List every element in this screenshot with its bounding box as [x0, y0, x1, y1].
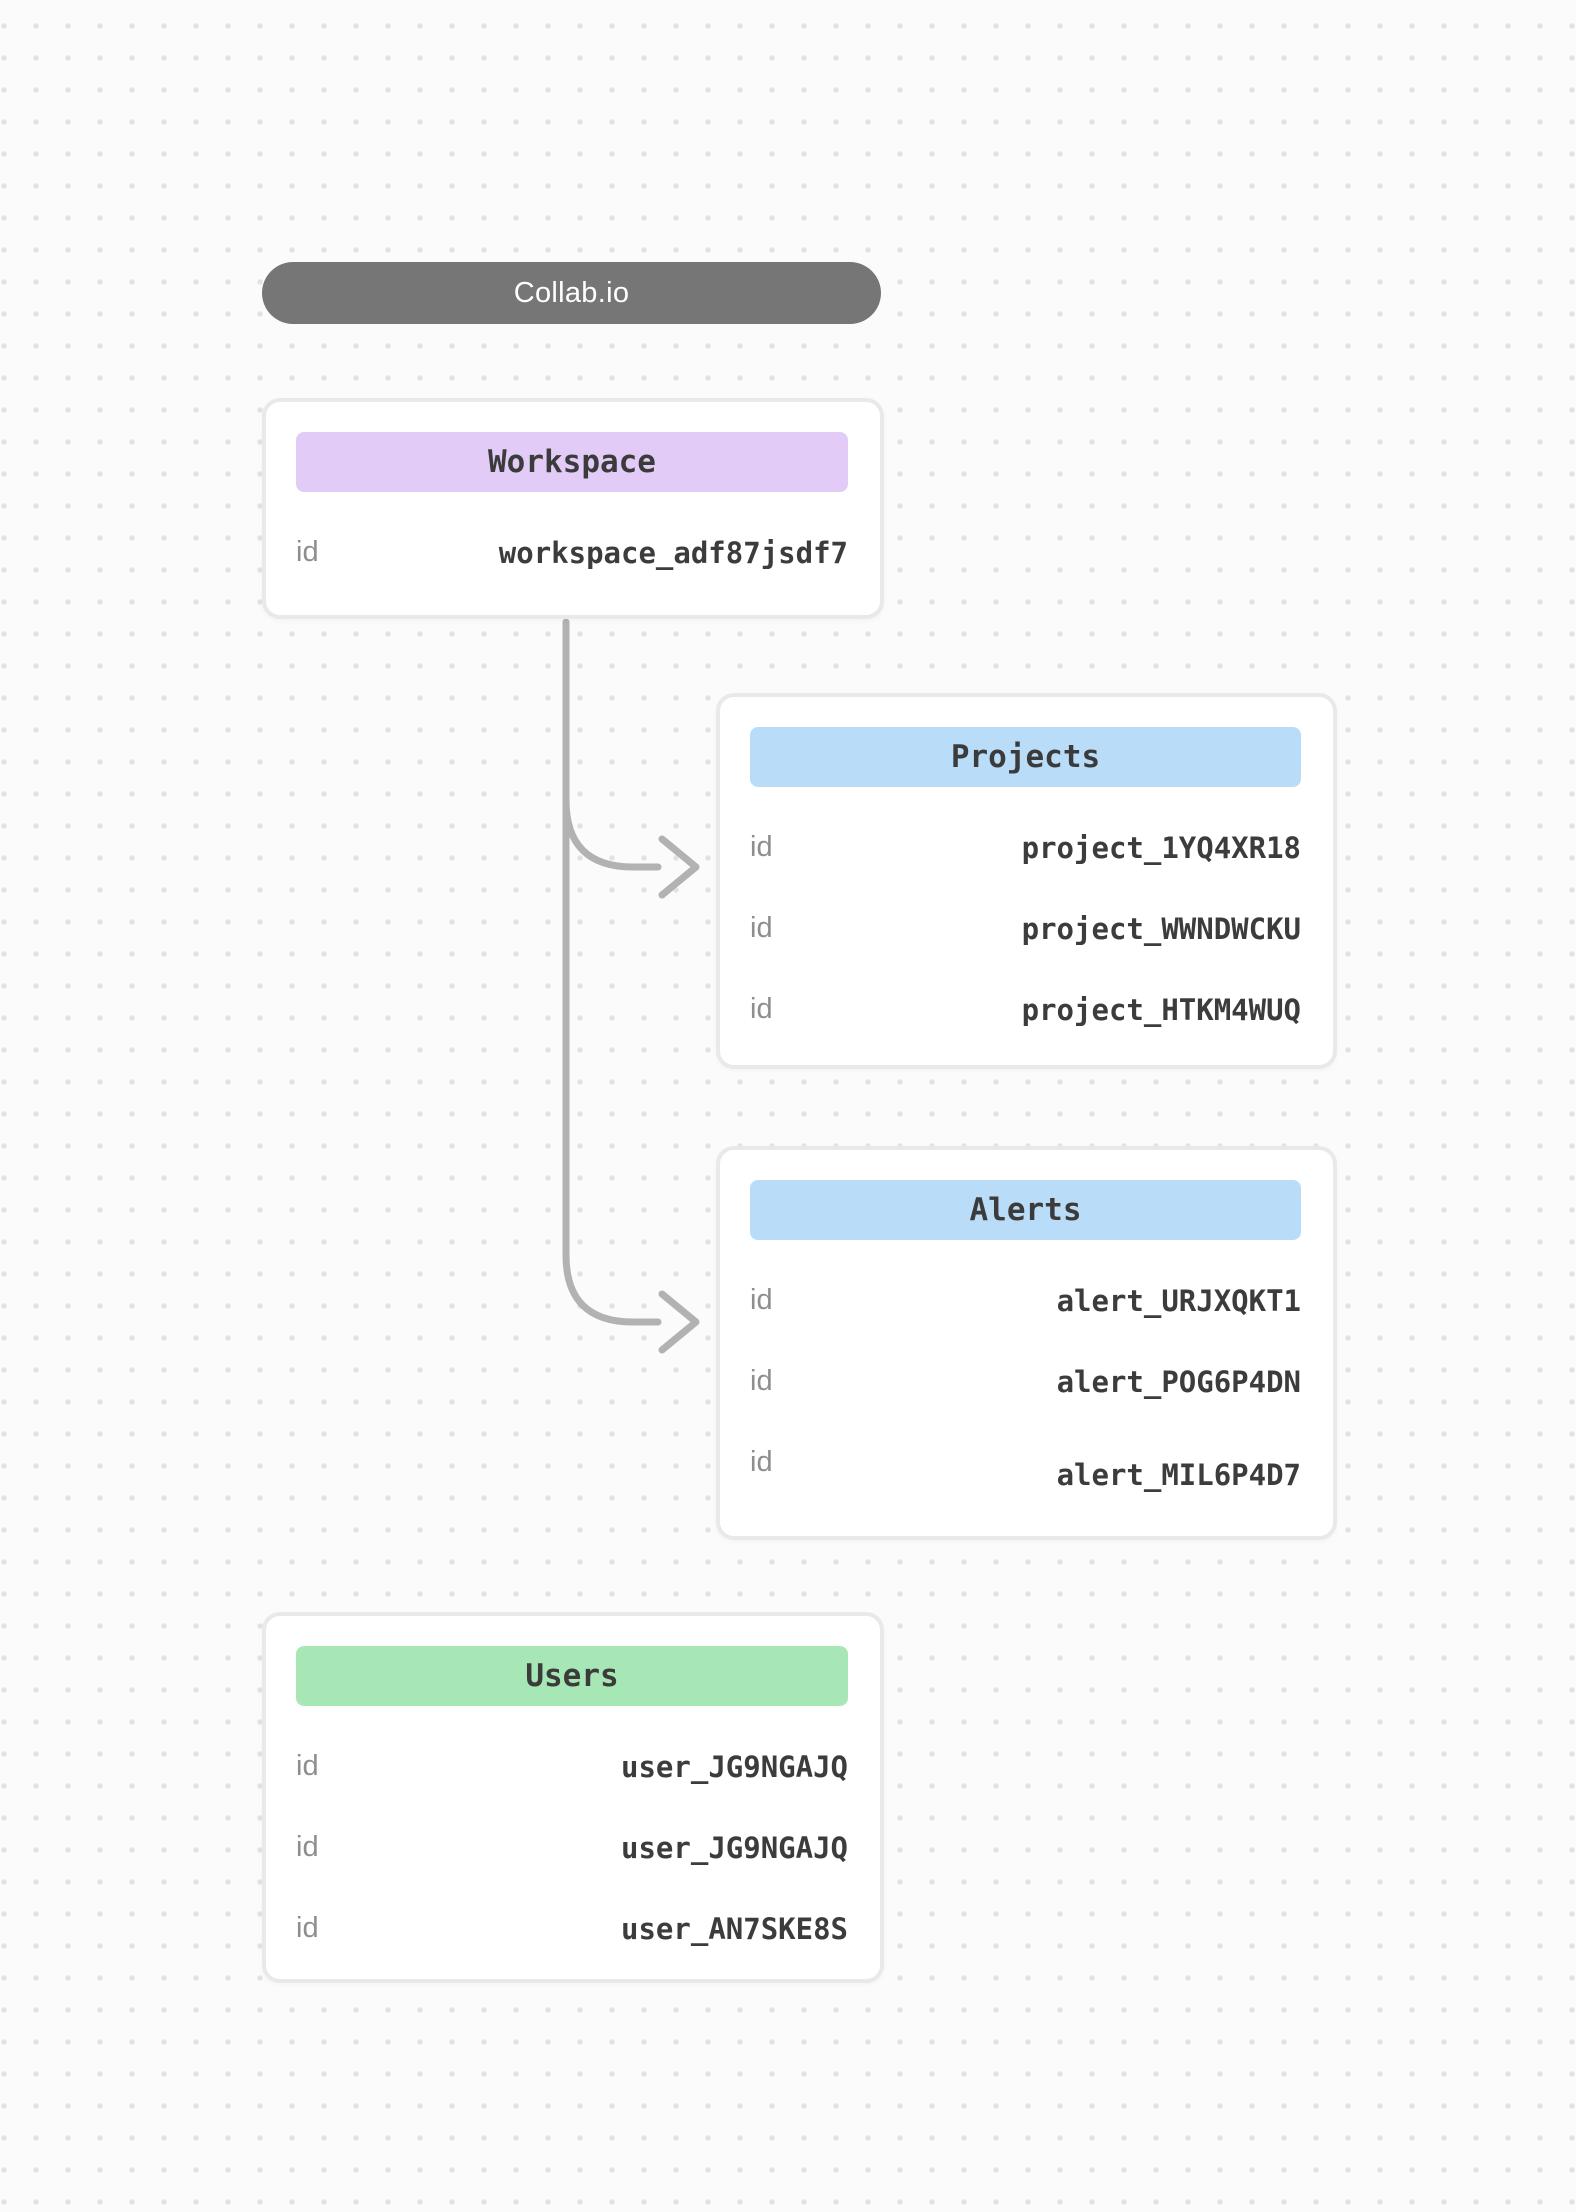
users-card-title: Users	[525, 1658, 619, 1694]
field-row: id project_1YQ4XR18	[750, 807, 1301, 888]
field-label: id	[296, 536, 319, 568]
connector-workspace-alerts	[562, 618, 662, 1326]
projects-field-rows: id project_1YQ4XR18 id project_WWNDWCKU …	[750, 807, 1301, 1050]
alerts-card-title: Alerts	[969, 1192, 1082, 1228]
field-label: id	[750, 993, 773, 1025]
entity-card-alerts[interactable]: Alerts id alert_URJXQKT1 id alert_POG6P4…	[716, 1146, 1337, 1540]
field-value: alert_POG6P4DN	[1056, 1364, 1301, 1399]
field-row: id alert_POG6P4DN	[750, 1341, 1301, 1422]
field-row: id workspace_adf87jsdf7	[296, 512, 848, 593]
field-row: id user_AN7SKE8S	[296, 1888, 848, 1969]
field-label: id	[750, 912, 773, 944]
workspace-field-rows: id workspace_adf87jsdf7	[296, 512, 848, 593]
field-value: project_HTKM4WUQ	[1021, 992, 1301, 1027]
field-label: id	[750, 1284, 773, 1316]
users-card-header: Users	[296, 1646, 848, 1706]
diagram-title-pill[interactable]: Collab.io	[262, 262, 881, 324]
entity-card-projects[interactable]: Projects id project_1YQ4XR18 id project_…	[716, 693, 1337, 1069]
field-label: id	[296, 1831, 319, 1863]
workspace-card-title: Workspace	[488, 444, 656, 480]
field-label: id	[296, 1750, 319, 1782]
field-label: id	[296, 1912, 319, 1944]
alerts-field-rows: id alert_URJXQKT1 id alert_POG6P4DN id a…	[750, 1260, 1301, 1503]
field-value: project_1YQ4XR18	[1021, 830, 1301, 865]
field-row: id project_WWNDWCKU	[750, 888, 1301, 969]
field-label: id	[750, 831, 773, 863]
field-row: id alert_MIL6P4D7	[750, 1422, 1301, 1503]
field-row: id alert_URJXQKT1	[750, 1260, 1301, 1341]
field-row: id user_JG9NGAJQ	[296, 1807, 848, 1888]
users-field-rows: id user_JG9NGAJQ id user_JG9NGAJQ id use…	[296, 1726, 848, 1969]
entity-card-workspace[interactable]: Workspace id workspace_adf87jsdf7	[262, 398, 884, 619]
diagram-title-label: Collab.io	[513, 276, 630, 309]
arrowhead-projects-icon	[658, 835, 700, 899]
field-row: id user_JG9NGAJQ	[296, 1726, 848, 1807]
field-value: workspace_adf87jsdf7	[498, 535, 848, 570]
field-value: project_WWNDWCKU	[1021, 911, 1301, 946]
workspace-card-header: Workspace	[296, 432, 848, 492]
field-row: id project_HTKM4WUQ	[750, 969, 1301, 1050]
field-value: user_AN7SKE8S	[621, 1911, 848, 1946]
field-value: user_JG9NGAJQ	[621, 1749, 848, 1784]
field-value: user_JG9NGAJQ	[621, 1830, 848, 1865]
field-label: id	[750, 1365, 773, 1397]
entity-card-users[interactable]: Users id user_JG9NGAJQ id user_JG9NGAJQ …	[262, 1612, 884, 1983]
connector-workspace-projects	[562, 796, 662, 871]
field-value: alert_MIL6P4D7	[1056, 1457, 1301, 1492]
arrowhead-alerts-icon	[658, 1290, 700, 1354]
field-label: id	[750, 1446, 773, 1478]
field-value: alert_URJXQKT1	[1056, 1283, 1301, 1318]
alerts-card-header: Alerts	[750, 1180, 1301, 1240]
projects-card-title: Projects	[950, 739, 1101, 775]
projects-card-header: Projects	[750, 727, 1301, 787]
